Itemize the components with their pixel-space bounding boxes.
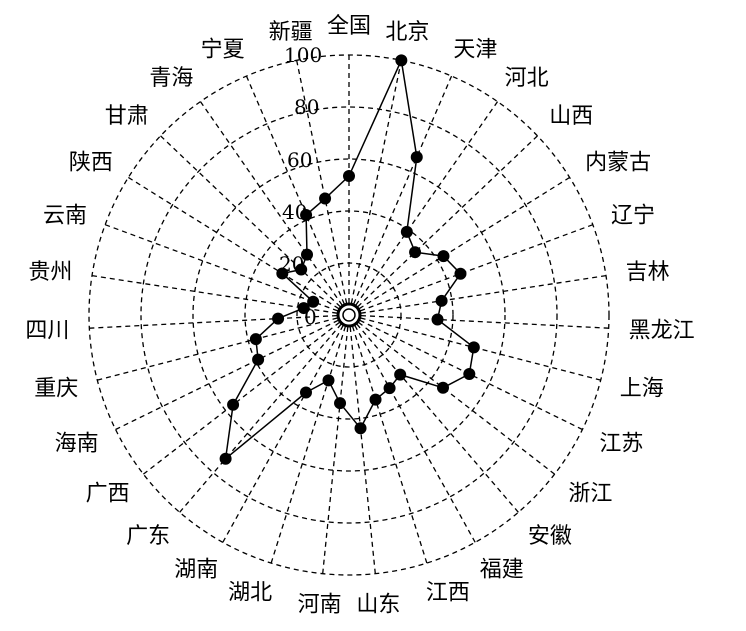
data-point-13 <box>383 382 396 395</box>
category-label-17: 湖北 <box>228 581 272 606</box>
series-0 <box>219 54 480 465</box>
data-point-26 <box>276 267 289 280</box>
category-label-26: 陕西 <box>69 151 113 176</box>
category-label-8: 黑龙江 <box>629 319 695 344</box>
category-label-13: 福建 <box>480 558 524 583</box>
center-ring-outer <box>336 302 362 328</box>
category-label-22: 重庆 <box>34 377 78 402</box>
radar-grid <box>88 54 610 576</box>
radial-tick-60: 60 <box>287 148 312 172</box>
category-label-24: 贵州 <box>28 260 72 285</box>
category-label-30: 新疆 <box>269 20 313 45</box>
data-point-23 <box>272 312 285 325</box>
grid-spoke-21 <box>115 319 339 431</box>
data-point-2 <box>410 151 423 164</box>
category-label-27: 甘肃 <box>105 104 149 129</box>
data-point-4 <box>409 246 422 259</box>
category-label-21: 海南 <box>55 432 99 457</box>
grid-spoke-17 <box>270 326 347 564</box>
category-label-20: 广西 <box>86 482 130 507</box>
grid-spoke-22 <box>97 317 338 381</box>
data-point-19 <box>219 452 232 465</box>
category-label-14: 江西 <box>426 581 470 606</box>
data-point-6 <box>454 267 467 280</box>
data-point-12 <box>394 368 407 381</box>
data-point-8 <box>431 313 444 326</box>
category-label-25: 云南 <box>43 203 87 228</box>
data-point-5 <box>437 250 450 263</box>
grid-ring-3 <box>140 106 558 524</box>
data-point-20 <box>227 398 240 411</box>
data-point-30 <box>319 192 332 205</box>
category-label-1: 北京 <box>385 20 429 45</box>
category-labels: 全国北京天津河北山西内蒙古辽宁吉林黑龙江上海江苏浙江安徽福建江西 山东河南 湖北湖南… <box>25 14 694 618</box>
data-point-17 <box>322 374 335 387</box>
grid-spoke-18 <box>222 325 344 543</box>
category-label-11: 浙江 <box>568 482 612 507</box>
grid-spoke-23 <box>89 314 338 329</box>
data-point-0 <box>343 169 355 182</box>
data-point-3 <box>400 225 413 238</box>
grid-spoke-4 <box>357 135 538 308</box>
data-point-29 <box>300 209 313 222</box>
data-point-10 <box>463 368 476 381</box>
radial-tick-100: 100 <box>284 43 322 67</box>
grid-spoke-28 <box>199 101 343 306</box>
category-label-16: 河南 <box>298 593 342 618</box>
data-point-11 <box>437 381 450 394</box>
grid-spoke-5 <box>358 176 570 310</box>
grid-ring-4 <box>88 54 610 576</box>
grid-spoke-6 <box>360 224 594 312</box>
category-label-4: 山西 <box>549 104 593 129</box>
data-point-7 <box>435 294 448 307</box>
data-point-24 <box>297 302 310 315</box>
data-point-16 <box>334 397 347 410</box>
category-label-10: 江苏 <box>599 432 643 457</box>
category-label-2: 天津 <box>453 38 497 63</box>
data-point-22 <box>249 333 262 346</box>
grid-spoke-2 <box>353 75 453 305</box>
data-point-28 <box>301 248 314 261</box>
category-label-0: 全国 <box>327 14 371 39</box>
category-label-19: 广东 <box>126 524 170 549</box>
center-ring-inner <box>342 308 356 322</box>
category-label-15: 山东 <box>356 593 400 618</box>
grid-spoke-1 <box>350 60 402 304</box>
category-label-28: 青海 <box>149 66 193 91</box>
grid-spoke-14 <box>351 326 428 564</box>
radial-tick-80: 80 <box>294 95 319 119</box>
category-label-6: 辽宁 <box>611 203 655 228</box>
data-point-25 <box>307 295 320 308</box>
grid-spoke-15 <box>349 326 376 574</box>
category-label-29: 宁夏 <box>201 38 245 63</box>
data-point-14 <box>369 393 382 406</box>
grid-spoke-20 <box>143 321 340 475</box>
data-point-1 <box>395 54 408 67</box>
grid-spoke-7 <box>360 274 607 314</box>
category-label-7: 吉林 <box>626 260 670 285</box>
grid-spoke-11 <box>358 321 555 475</box>
grid-spoke-13 <box>354 325 476 543</box>
category-label-5: 内蒙古 <box>585 151 651 176</box>
grid-spoke-8 <box>360 314 609 329</box>
data-point-9 <box>467 341 480 354</box>
category-label-3: 河北 <box>505 66 549 91</box>
data-point-18 <box>299 386 312 399</box>
category-label-18: 湖南 <box>174 558 218 583</box>
category-label-23: 四川 <box>25 319 69 344</box>
grid-spoke-3 <box>355 101 499 306</box>
grid-ring-2 <box>192 158 506 472</box>
data-point-21 <box>252 353 265 366</box>
category-label-12: 安徽 <box>528 524 572 549</box>
category-label-9: 上海 <box>620 377 664 402</box>
grid-spoke-16 <box>322 326 349 574</box>
data-point-27 <box>295 263 308 276</box>
data-point-15 <box>354 422 367 435</box>
